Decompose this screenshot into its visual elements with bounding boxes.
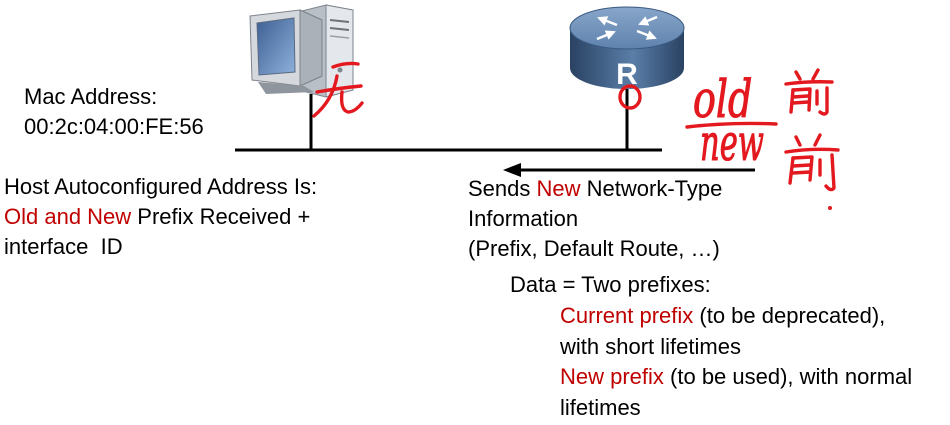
host-address-block: Host Autoconfigured Address Is: Old and … bbox=[4, 172, 317, 262]
handwriting-new-note bbox=[784, 133, 840, 192]
monitor-side bbox=[299, 9, 323, 87]
host-address-line-1: Host Autoconfigured Address Is: bbox=[4, 174, 318, 199]
handwriting-new: new bbox=[700, 113, 764, 172]
new-highlight: New bbox=[536, 176, 581, 201]
prefix-list: Current prefix (to be deprecated), with … bbox=[560, 301, 912, 423]
drive-slot bbox=[329, 27, 350, 31]
router-arrows bbox=[596, 15, 658, 41]
router-arrow bbox=[636, 29, 657, 40]
host-address-line-2: Old and New Prefix Received + bbox=[4, 202, 317, 232]
drive-slot bbox=[329, 35, 350, 39]
monitor-screen bbox=[256, 17, 296, 76]
router-message-line-1: Sends New Network-Type bbox=[468, 174, 722, 204]
mac-address-label: Mac Address: bbox=[24, 84, 158, 109]
data-heading: Data = Two prefixes: bbox=[510, 272, 711, 297]
old-and-new-highlight: Old and New bbox=[4, 204, 132, 229]
data-heading-block: Data = Two prefixes: bbox=[510, 270, 711, 300]
current-prefix-highlight: Current prefix bbox=[560, 303, 694, 328]
handwriting-underline bbox=[685, 121, 778, 129]
new-prefix-highlight: New prefix bbox=[560, 364, 664, 389]
handwriting-host-note bbox=[312, 61, 364, 118]
monitor-stand bbox=[258, 82, 314, 94]
sends-text: Sends bbox=[468, 176, 537, 201]
handwriting-router-circle bbox=[618, 84, 642, 110]
new-prefix-line-2: lifetimes bbox=[560, 394, 641, 420]
new-prefix-line-1: New prefix (to be used), with normal bbox=[560, 362, 912, 393]
router-arrow bbox=[597, 16, 618, 27]
host-address-line-3: interface ID bbox=[4, 234, 123, 259]
new-prefix-text: (to be used), with normal bbox=[663, 364, 913, 389]
arrow-head bbox=[503, 163, 521, 177]
tower-front bbox=[325, 4, 354, 98]
handwriting-dot bbox=[828, 206, 832, 210]
router-arrow bbox=[596, 30, 616, 41]
current-prefix-text: (to be deprecated), bbox=[693, 303, 886, 328]
prefix-received-text: Prefix Received + bbox=[131, 204, 311, 229]
router-icon: R bbox=[569, 6, 685, 91]
mac-address-value: 00:2c:04:00:FE:56 bbox=[24, 114, 204, 139]
power-light bbox=[337, 67, 343, 73]
computer-icon bbox=[249, 4, 354, 98]
advertisement-arrow bbox=[503, 163, 755, 177]
router-top bbox=[569, 6, 685, 50]
network-type-text: Network-Type bbox=[580, 176, 723, 201]
drive-slot bbox=[329, 19, 350, 23]
router-message-block: Sends New Network-Type Information (Pref… bbox=[468, 174, 722, 264]
handwriting-old: old bbox=[693, 69, 752, 129]
current-prefix-line-1: Current prefix (to be deprecated), bbox=[560, 301, 912, 332]
current-prefix-line-2: with short lifetimes bbox=[560, 333, 741, 359]
router-message-line-3: (Prefix, Default Route, …) bbox=[468, 236, 720, 261]
handwritten-annotations: old new bbox=[312, 61, 840, 210]
handwriting-old-note bbox=[784, 68, 834, 116]
router-arrow bbox=[638, 15, 658, 26]
router-message-line-2: Information bbox=[468, 206, 579, 231]
router-label: R bbox=[616, 58, 638, 91]
mac-address-block: Mac Address: 00:2c:04:00:FE:56 bbox=[24, 82, 204, 142]
